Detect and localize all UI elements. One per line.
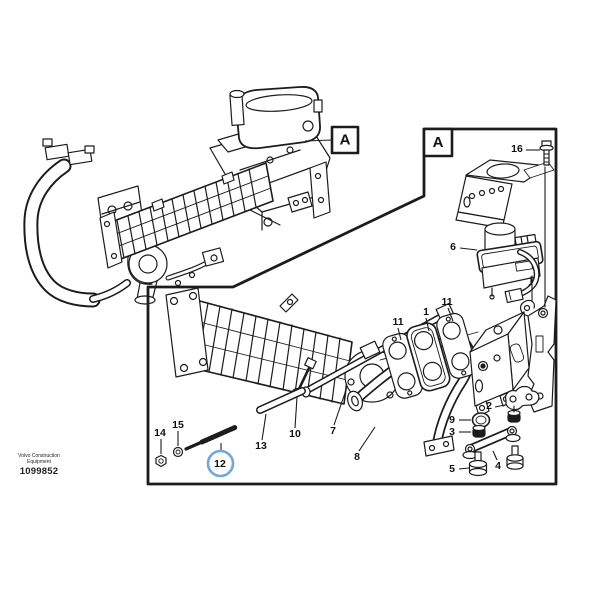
overview-view-reference-label: A [330, 125, 360, 155]
footer: Volvo Construction Equipment 1099852 [10, 453, 68, 477]
overview-view-letter: A [340, 131, 351, 148]
callout-numbers: 14 15 12 13 10 7 8 11 1 11 16 6 2 9 3 4 … [154, 143, 523, 475]
part-12-highlight-circle [206, 449, 235, 478]
callout-3[interactable]: 3 [449, 426, 455, 438]
mounting-bracket-drawing [469, 295, 557, 417]
detail-view-reference-label: A [422, 127, 454, 158]
small-hardware-drawing [462, 385, 540, 477]
callout-16[interactable]: 16 [511, 143, 523, 155]
callout-10[interactable]: 10 [289, 428, 301, 440]
brand-name-line1: Volvo Construction [18, 453, 60, 459]
callout-15[interactable]: 15 [172, 419, 184, 431]
callout-9[interactable]: 9 [449, 414, 455, 426]
engine-overview-drawing [23, 86, 333, 308]
callout-1[interactable]: 1 [423, 306, 429, 318]
callout-7[interactable]: 7 [330, 425, 336, 437]
figure-number: 1099852 [19, 466, 59, 477]
detail-view-letter: A [433, 134, 444, 151]
detail-view-border [146, 127, 558, 486]
callout-13[interactable]: 13 [255, 440, 267, 452]
callout-11-right[interactable]: 11 [441, 296, 452, 308]
callout-8[interactable]: 8 [354, 451, 360, 463]
callout-11-left[interactable]: 11 [392, 316, 403, 328]
gasket-stack-drawing [382, 312, 477, 399]
callout-6[interactable]: 6 [450, 241, 456, 253]
callout-leader-lines [160, 149, 540, 470]
callout-12[interactable]: 12 [214, 458, 226, 470]
callout-14[interactable]: 14 [154, 427, 166, 439]
callout-5[interactable]: 5 [449, 463, 455, 475]
egr-valve-drawing [455, 140, 555, 308]
brand-name-line2: Equipment [27, 459, 51, 465]
callout-2[interactable]: 2 [486, 400, 492, 412]
callout-4[interactable]: 4 [495, 460, 501, 472]
